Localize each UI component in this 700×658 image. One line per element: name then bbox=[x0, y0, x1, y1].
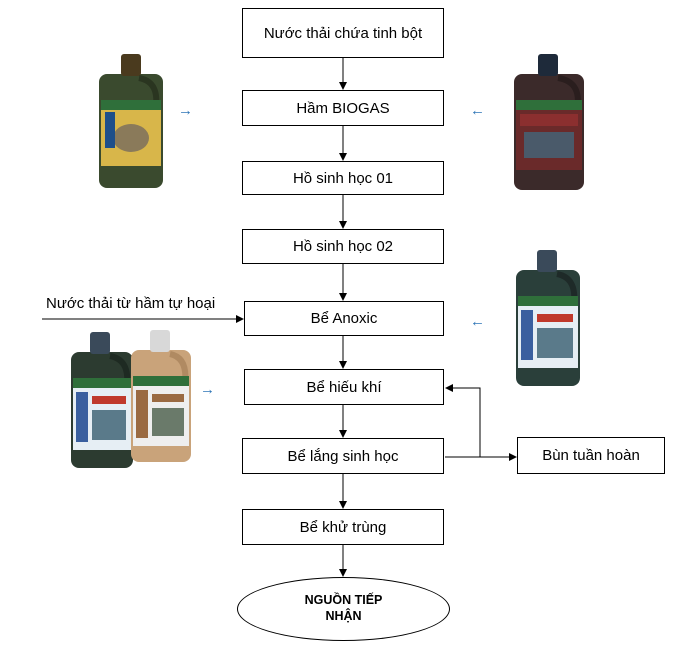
step-label: Bể Anoxic bbox=[310, 310, 378, 327]
microbe-lift-ind-bottle-icon bbox=[71, 332, 133, 468]
step-biogas: Hầm BIOGAS bbox=[242, 90, 444, 126]
septic-inflow-label: Nước thải từ hầm tự hoại bbox=[46, 295, 216, 312]
receiving-source-ellipse: NGUỒN TIẾP NHẬN bbox=[237, 577, 450, 641]
microbe-lift-ind-bottle-icon bbox=[516, 250, 580, 386]
dosing-arrow-left-icon: ← bbox=[470, 313, 485, 330]
step-label: Nước thải chứa tinh bột bbox=[263, 24, 423, 42]
nitrification-bottle-icon bbox=[131, 330, 191, 462]
step-label: Hồ sinh học 02 bbox=[292, 238, 394, 255]
step-label: Hầm BIOGAS bbox=[296, 99, 390, 117]
step-bio-pond-02: Hồ sinh học 02 bbox=[242, 229, 444, 264]
outlet-label: NGUỒN TIẾP NHẬN bbox=[304, 593, 383, 623]
sludge-reduction-bottle-icon bbox=[514, 54, 584, 190]
step-settling-tank: Bể lắng sinh học bbox=[242, 438, 444, 474]
step-label: Bể lắng sinh học bbox=[287, 447, 399, 465]
step-label: Bể khử trùng bbox=[299, 518, 387, 536]
step-label: Bể hiếu khí bbox=[306, 378, 382, 396]
step-aerobic-tank: Bể hiếu khí bbox=[244, 369, 444, 405]
step-starch-wastewater: Nước thải chứa tinh bột bbox=[242, 8, 444, 58]
bio-tank-bottle-icon bbox=[99, 54, 163, 188]
recirculation-arrow bbox=[445, 384, 481, 457]
dosing-arrow-right-icon: → bbox=[178, 102, 193, 119]
sludge-recirculation-box: Bùn tuần hoàn bbox=[517, 437, 665, 474]
step-anoxic-tank: Bể Anoxic bbox=[244, 301, 444, 336]
step-disinfection-tank: Bể khử trùng bbox=[242, 509, 444, 545]
recirculation-label: Bùn tuần hoàn bbox=[542, 447, 640, 464]
dosing-arrow-right-icon: → bbox=[200, 381, 215, 398]
dosing-arrow-left-icon: ← bbox=[470, 102, 485, 119]
step-label: Hồ sinh học 01 bbox=[292, 169, 394, 187]
step-bio-pond-01: Hồ sinh học 01 bbox=[242, 161, 444, 195]
